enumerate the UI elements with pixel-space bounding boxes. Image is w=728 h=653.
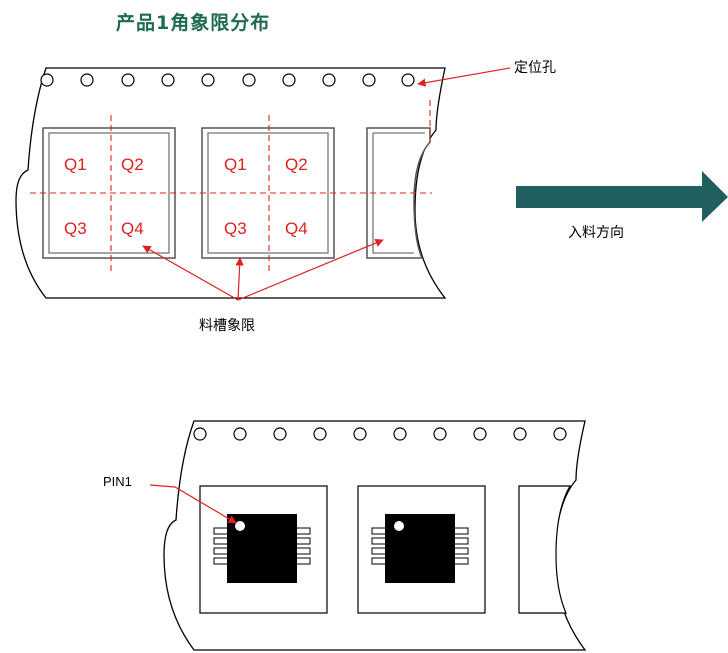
bottom-pocket-1 [199, 485, 328, 614]
sprocket-hole-label: 定位孔 [514, 60, 556, 76]
top-pocket-3-partial [366, 127, 431, 259]
pocket1-q3-label: Q3 [64, 219, 87, 238]
pocket2-q1-label: Q1 [224, 155, 247, 174]
pin1-dot-icon [394, 521, 404, 531]
quadrant-dashed-lines [30, 100, 432, 272]
pocket1-q4-label: Q4 [121, 219, 144, 238]
pocket2-q2-label: Q2 [285, 155, 308, 174]
bottom-tape [163, 420, 587, 651]
top-tape: Q1 Q2 Q3 Q4 Q1 Q2 Q3 Q4 [15, 67, 447, 299]
feed-direction-arrow [516, 171, 728, 222]
diagram-title: 产品1角象限分布 [116, 12, 271, 34]
feed-direction-label: 入料方向 [568, 225, 624, 241]
pocket2-q4-label: Q4 [285, 219, 308, 238]
pin1-label: PIN1 [103, 474, 132, 489]
sprocket-callout-arrow [417, 67, 511, 87]
pocket2-q3-label: Q3 [224, 219, 247, 238]
pocket1-q2-label: Q2 [121, 155, 144, 174]
pocket-quadrant-label: 料槽象限 [199, 318, 255, 334]
pocket-quadrant-callout-arrows [142, 239, 384, 301]
chip-2 [371, 514, 469, 583]
top-sprocket-holes [40, 73, 415, 87]
chip-1 [213, 514, 311, 583]
pin1-callout-arrow [149, 484, 237, 524]
bottom-pocket-3-partial [518, 485, 572, 614]
bottom-sprocket-holes [193, 427, 567, 441]
bottom-pocket-2 [357, 485, 486, 614]
pocket1-q1-label: Q1 [64, 155, 87, 174]
pin1-dot-icon [235, 521, 245, 531]
